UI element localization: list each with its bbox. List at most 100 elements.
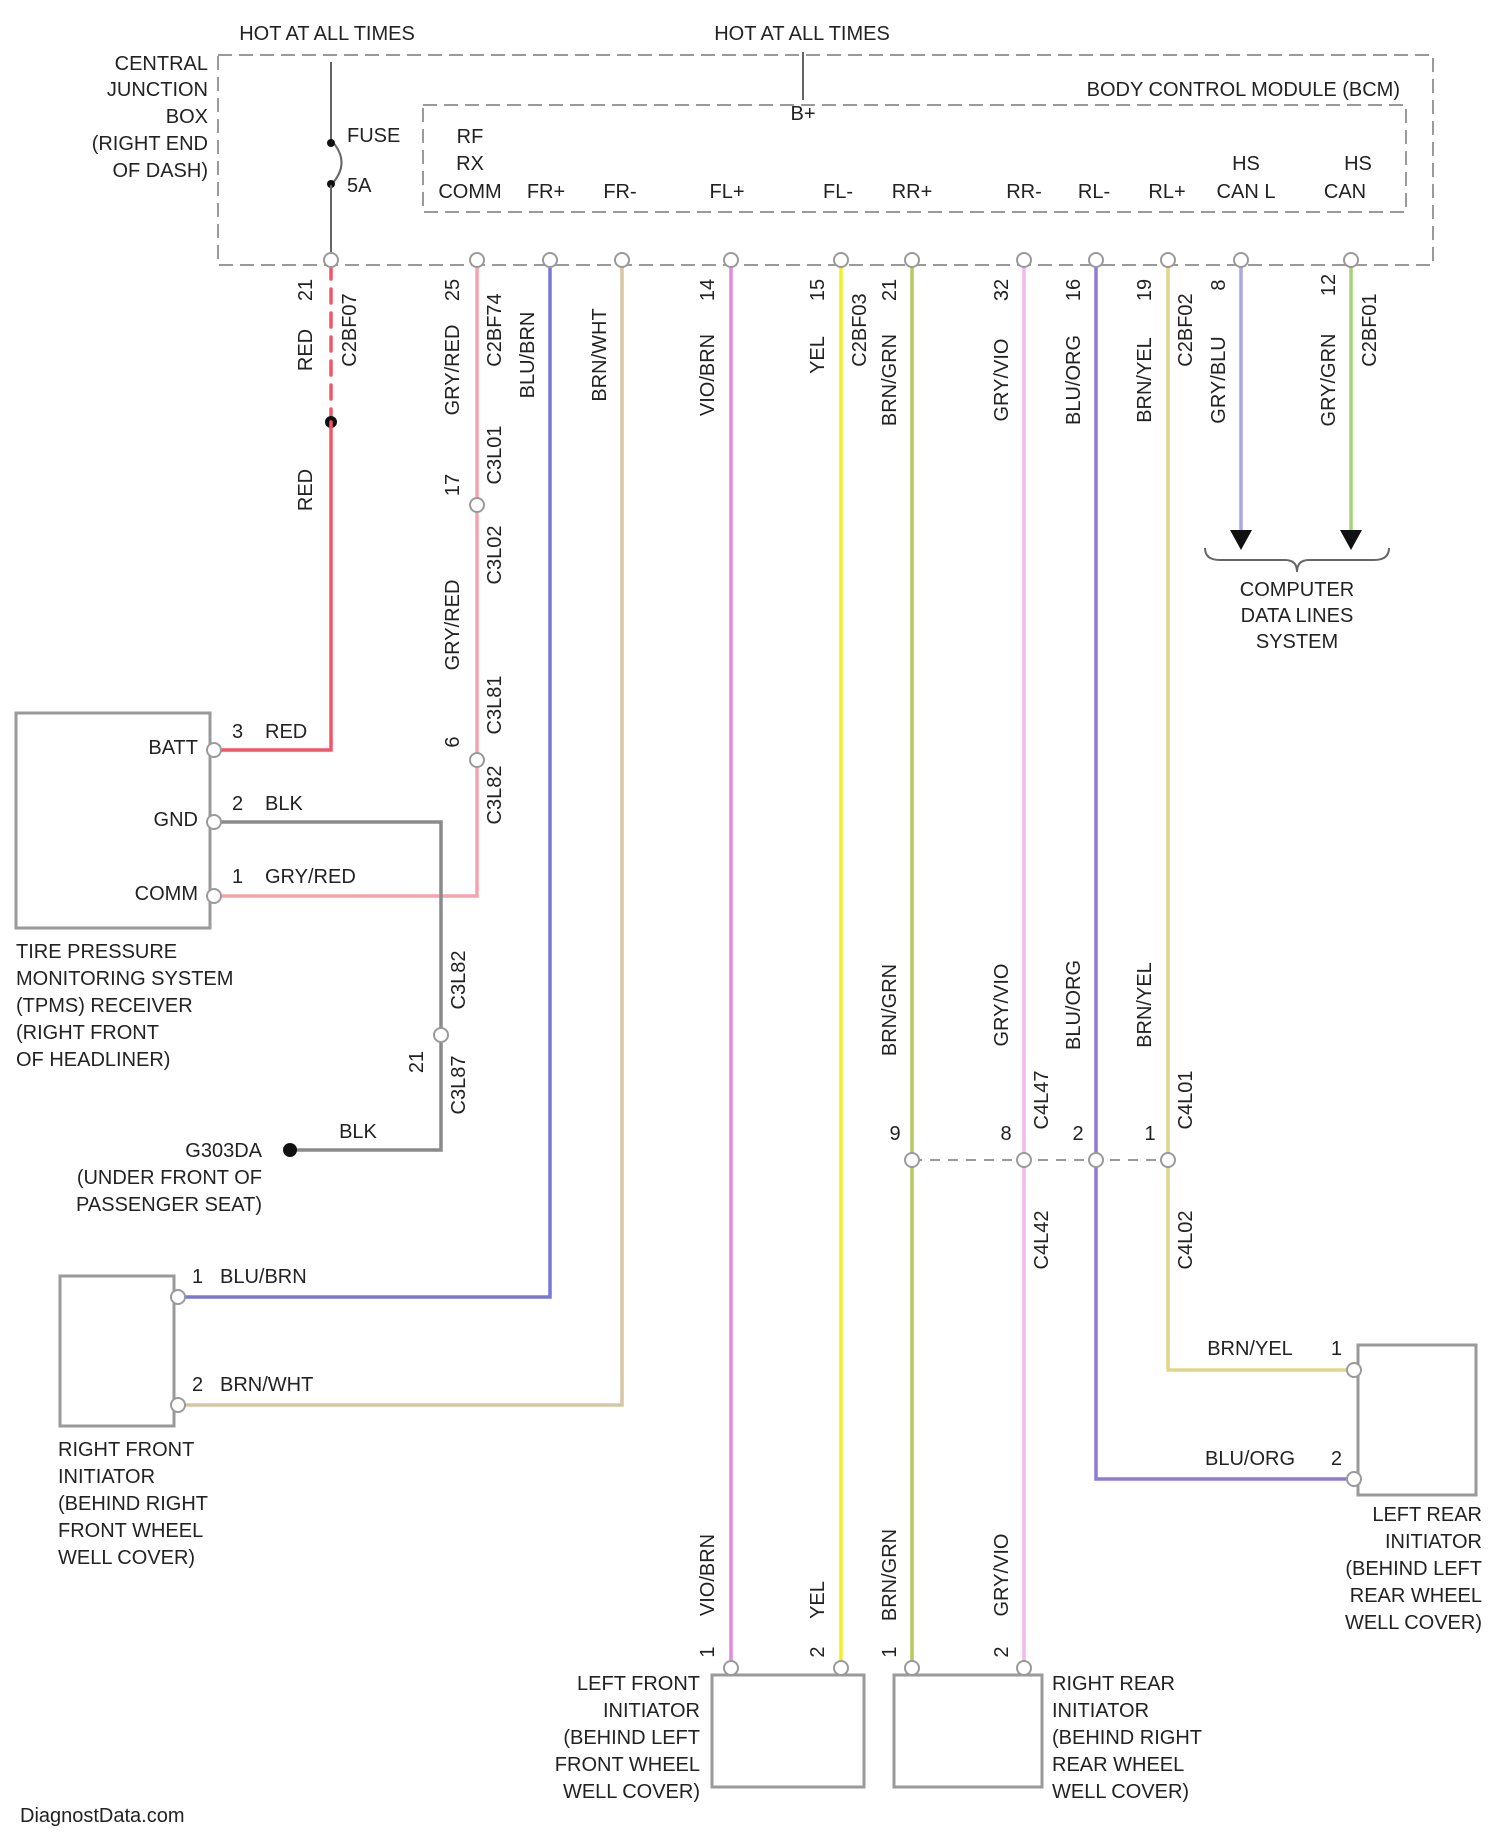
svg-text:6: 6 — [442, 736, 464, 747]
right-front-initiator-box — [60, 1276, 174, 1426]
svg-text:1: 1 — [1331, 1338, 1342, 1360]
svg-text:YEL: YEL — [807, 1581, 829, 1619]
svg-text:21: 21 — [879, 279, 901, 301]
right-rear-initiator-pins — [905, 1661, 1031, 1675]
svg-text:16: 16 — [1063, 279, 1085, 301]
svg-text:WELL COVER): WELL COVER) — [1345, 1612, 1482, 1634]
svg-text:FL+: FL+ — [709, 181, 744, 203]
svg-text:GRY/RED: GRY/RED — [265, 866, 356, 888]
svg-text:G303DA: G303DA — [185, 1140, 262, 1162]
svg-text:BRN/WHT: BRN/WHT — [589, 308, 611, 401]
svg-text:BLU/BRN: BLU/BRN — [517, 312, 539, 399]
bcm-label: BODY CONTROL MODULE (BCM) — [1087, 79, 1400, 101]
svg-text:2: 2 — [991, 1646, 1013, 1657]
svg-text:C2BF07: C2BF07 — [339, 293, 361, 366]
svg-text:(TPMS) RECEIVER: (TPMS) RECEIVER — [16, 995, 193, 1017]
svg-text:C2BF02: C2BF02 — [1175, 293, 1197, 366]
svg-text:BRN/GRN: BRN/GRN — [879, 334, 901, 426]
svg-text:BRN/WHT: BRN/WHT — [220, 1374, 313, 1396]
svg-text:C4L01: C4L01 — [1175, 1071, 1197, 1130]
svg-text:YEL: YEL — [807, 336, 829, 374]
svg-text:(RIGHT END: (RIGHT END — [92, 133, 208, 155]
svg-text:BRN/YEL: BRN/YEL — [1134, 962, 1156, 1048]
svg-text:GRY/RED: GRY/RED — [442, 325, 464, 416]
svg-text:WELL COVER): WELL COVER) — [58, 1547, 195, 1569]
svg-text:RR-: RR- — [1006, 181, 1042, 203]
svg-text:HS: HS — [1232, 153, 1260, 175]
svg-text:FR-: FR- — [603, 181, 636, 203]
svg-text:2: 2 — [1072, 1123, 1083, 1145]
svg-text:TIRE PRESSURE: TIRE PRESSURE — [16, 941, 177, 963]
svg-text:BLU/ORG: BLU/ORG — [1063, 960, 1085, 1050]
svg-text:2: 2 — [232, 793, 243, 815]
svg-text:FR+: FR+ — [527, 181, 565, 203]
svg-text:15: 15 — [807, 279, 829, 301]
svg-text:REAR WHEEL: REAR WHEEL — [1052, 1754, 1184, 1776]
svg-text:BRN/YEL: BRN/YEL — [1134, 337, 1156, 423]
svg-text:32: 32 — [991, 279, 1013, 301]
svg-text:VIO/BRN: VIO/BRN — [697, 334, 719, 416]
svg-text:RR+: RR+ — [892, 181, 933, 203]
left-front-initiator-label: LEFT FRONT INITIATOR (BEHIND LEFT FRONT … — [555, 1673, 700, 1803]
svg-text:FRONT WHEEL: FRONT WHEEL — [555, 1754, 700, 1776]
svg-text:C3L82: C3L82 — [484, 766, 506, 825]
svg-text:GRY/RED: GRY/RED — [442, 580, 464, 671]
right-rear-initiator-wire-labels: BRN/GRN GRY/VIO 1 2 — [879, 1529, 1013, 1658]
svg-text:WELL COVER): WELL COVER) — [1052, 1781, 1189, 1803]
svg-text:17: 17 — [442, 474, 464, 496]
svg-text:GRY/VIO: GRY/VIO — [991, 1534, 1013, 1617]
svg-text:8: 8 — [1000, 1123, 1011, 1145]
svg-text:2: 2 — [192, 1374, 203, 1396]
tpms-receiver-label: TIRE PRESSURE MONITORING SYSTEM (TPMS) R… — [16, 941, 233, 1071]
svg-text:19: 19 — [1134, 279, 1156, 301]
left-rear-initiator-box — [1358, 1345, 1476, 1495]
svg-text:1: 1 — [697, 1646, 719, 1657]
svg-text:GRY/VIO: GRY/VIO — [991, 339, 1013, 422]
svg-text:BLK: BLK — [265, 793, 303, 815]
inline-connector-comm-2 — [470, 753, 484, 767]
svg-text:(BEHIND RIGHT: (BEHIND RIGHT — [1052, 1727, 1202, 1749]
svg-text:OF HEADLINER): OF HEADLINER) — [16, 1049, 170, 1071]
svg-text:1: 1 — [1144, 1123, 1155, 1145]
svg-text:RED: RED — [295, 469, 317, 511]
svg-text:GND: GND — [154, 809, 198, 831]
svg-text:C3L87: C3L87 — [448, 1056, 470, 1115]
svg-text:REAR WHEEL: REAR WHEEL — [1350, 1585, 1482, 1607]
svg-text:LEFT FRONT: LEFT FRONT — [577, 1673, 700, 1695]
svg-text:INITIATOR: INITIATOR — [1385, 1531, 1482, 1553]
svg-text:3: 3 — [232, 721, 243, 743]
hot-label-1: HOT AT ALL TIMES — [239, 23, 415, 45]
svg-text:1: 1 — [232, 866, 243, 888]
ground-label: G303DA (UNDER FRONT OF PASSENGER SEAT) — [76, 1140, 263, 1216]
wire-brn-wht — [180, 265, 622, 1405]
svg-text:BLU/ORG: BLU/ORG — [1063, 335, 1085, 425]
svg-text:FRONT WHEEL: FRONT WHEEL — [58, 1520, 203, 1542]
rx-label: RX — [456, 153, 484, 175]
svg-text:DATA LINES: DATA LINES — [1241, 605, 1354, 627]
bcm-connector-pins — [324, 253, 1358, 267]
svg-text:C3L02: C3L02 — [484, 526, 506, 585]
svg-text:CAN L: CAN L — [1217, 181, 1276, 203]
svg-text:1: 1 — [192, 1266, 203, 1288]
arrow-can-l — [1230, 530, 1252, 550]
right-rear-initiator-box — [894, 1675, 1042, 1787]
top-wire-labels: 21 RED C2BF07 RED 25 GRY/RED C2BF74 C3L0… — [295, 274, 1381, 825]
svg-text:VIO/BRN: VIO/BRN — [697, 1534, 719, 1616]
svg-text:BATT: BATT — [148, 737, 198, 759]
ground-wire-color: BLK — [339, 1121, 377, 1143]
right-rear-initiator-label: RIGHT REAR INITIATOR (BEHIND RIGHT REAR … — [1052, 1673, 1202, 1803]
svg-text:C4L47: C4L47 — [1031, 1071, 1053, 1130]
ground-terminal — [283, 1143, 297, 1157]
svg-text:C2BF03: C2BF03 — [849, 293, 871, 366]
svg-text:HS: HS — [1344, 153, 1372, 175]
bcm-pin-labels: COMM FR+ FR- FL+ FL- RR+ RR- RL- RL+ HS … — [438, 153, 1372, 203]
svg-text:C3L82: C3L82 — [448, 951, 470, 1010]
svg-text:BLU/BRN: BLU/BRN — [220, 1266, 307, 1288]
svg-text:RIGHT REAR: RIGHT REAR — [1052, 1673, 1175, 1695]
svg-text:INITIATOR: INITIATOR — [58, 1466, 155, 1488]
svg-text:BRN/YEL: BRN/YEL — [1207, 1338, 1293, 1360]
left-front-initiator-pins — [724, 1661, 848, 1675]
svg-text:GRY/GRN: GRY/GRN — [1318, 334, 1340, 427]
svg-text:SYSTEM: SYSTEM — [1256, 631, 1338, 653]
